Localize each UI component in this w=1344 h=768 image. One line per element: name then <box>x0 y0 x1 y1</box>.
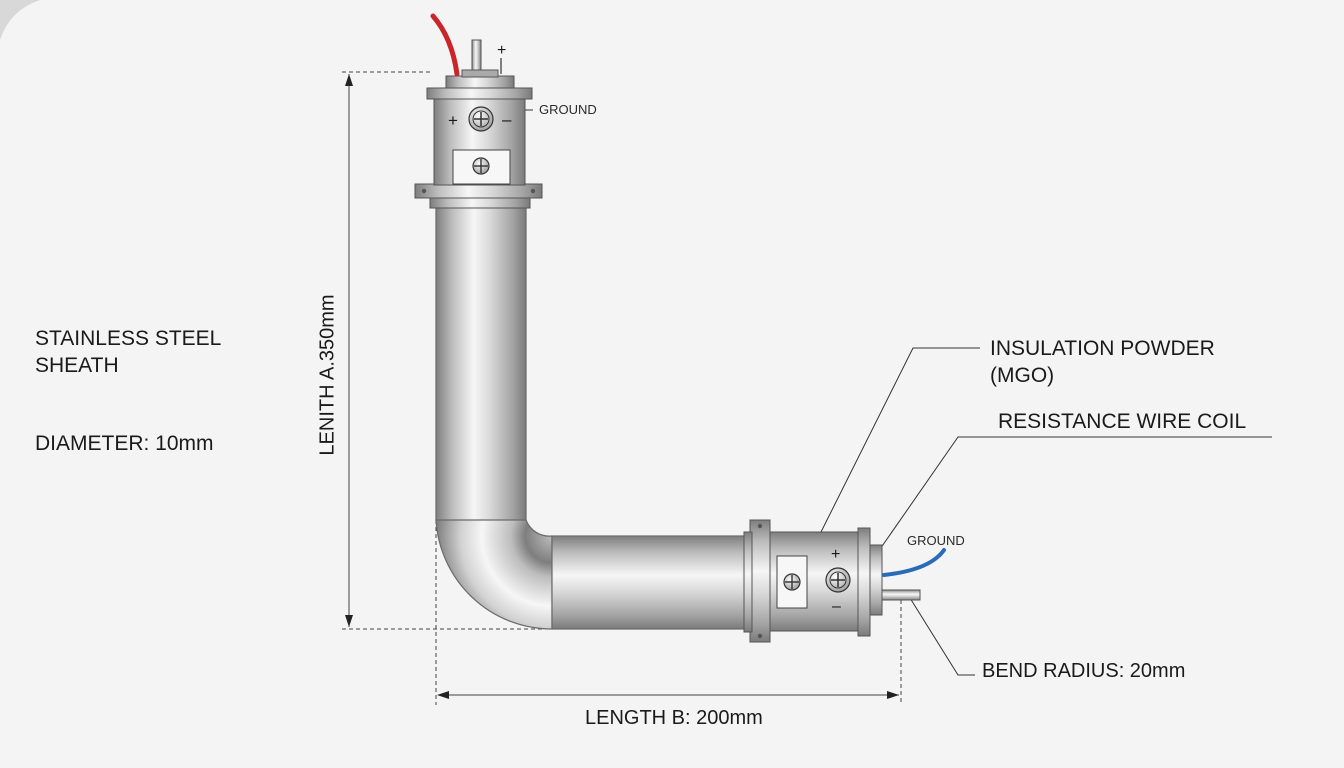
ground-label-top: GROUND <box>539 102 597 117</box>
dimension-arrows <box>345 74 899 699</box>
minus-sign-top: – <box>502 110 512 129</box>
plus-sign-top: + <box>448 111 458 130</box>
corner-shadow <box>0 0 40 40</box>
ground-label-right: GROUND <box>907 533 965 548</box>
sheath-label-line1: STAINLESS STEEL <box>35 327 222 350</box>
insulation-label-line2: (MGO) <box>990 364 1055 387</box>
phillips-screw-icon <box>472 157 490 175</box>
terminal-screw-icon <box>468 106 494 132</box>
horizontal-tube <box>551 535 753 630</box>
phillips-screw-icon <box>783 573 801 591</box>
minus-sign-right: – <box>832 598 841 615</box>
right-fitting <box>743 519 921 643</box>
plus-sign-right: + <box>831 546 841 563</box>
insulation-label-line1: INSULATION POWDER <box>990 337 1215 360</box>
dimension-lines <box>342 71 902 705</box>
diameter-label: DIAMETER: 10mm <box>35 432 214 455</box>
terminal-screw-icon <box>825 567 851 593</box>
length-b-label: LENGTH B: 200mm <box>585 707 763 729</box>
sheath-label: STAINLESS STEEL SHEATH <box>35 325 221 379</box>
plus-sign-top-terminal: + <box>497 42 507 59</box>
insulation-label: INSULATION POWDER (MGO) <box>990 335 1215 389</box>
sheath-label-line2: SHEATH <box>35 354 119 377</box>
bend-radius-label: BEND RADIUS: 20mm <box>982 660 1186 682</box>
vertical-tube <box>435 203 527 523</box>
tube-bend <box>435 519 553 630</box>
red-lead-wire <box>430 13 460 77</box>
blue-lead-wire <box>882 548 946 577</box>
length-a-label: LENITH A.350mm <box>316 294 339 456</box>
resistance-label: RESISTANCE WIRE COIL <box>998 410 1247 433</box>
